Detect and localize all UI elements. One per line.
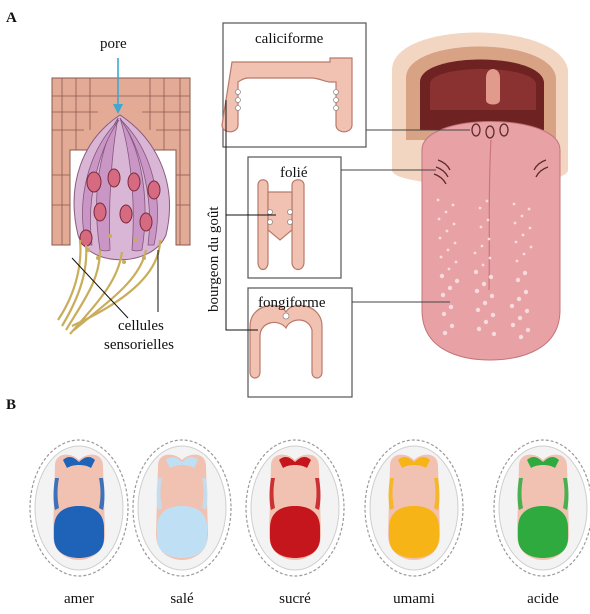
taste-label-acide: acide [498,591,588,608]
taste-label-umami: umami [369,591,459,608]
taste-map-2 [246,440,344,576]
folie-papilla [268,192,292,240]
taste-label-sale: salé [137,591,227,608]
taste-label-amer: amer [34,591,124,608]
caliciforme-label: caliciforme [255,32,323,47]
taste-label-sucre: sucré [250,591,340,608]
taste-map-0 [30,440,128,576]
taste-map-4 [494,440,590,576]
taste-map-3 [365,440,463,576]
folie-label: folié [280,166,308,181]
tongue-illustration [392,33,568,361]
cells-label-line2: sensorielles [104,338,174,353]
pore-label: pore [100,37,127,52]
taste-bud-illustration [52,58,190,334]
taste-bud-label: bourgeon du goût [206,206,223,312]
taste-map-1 [133,440,231,576]
caliciforme-papilla [222,58,352,132]
taste-maps [30,440,590,576]
fongiforme-label: fongiforme [258,296,325,311]
panel-a-letter: A [6,10,17,27]
cells-label-line1: cellules [118,319,164,334]
panel-b-letter: B [6,397,16,414]
